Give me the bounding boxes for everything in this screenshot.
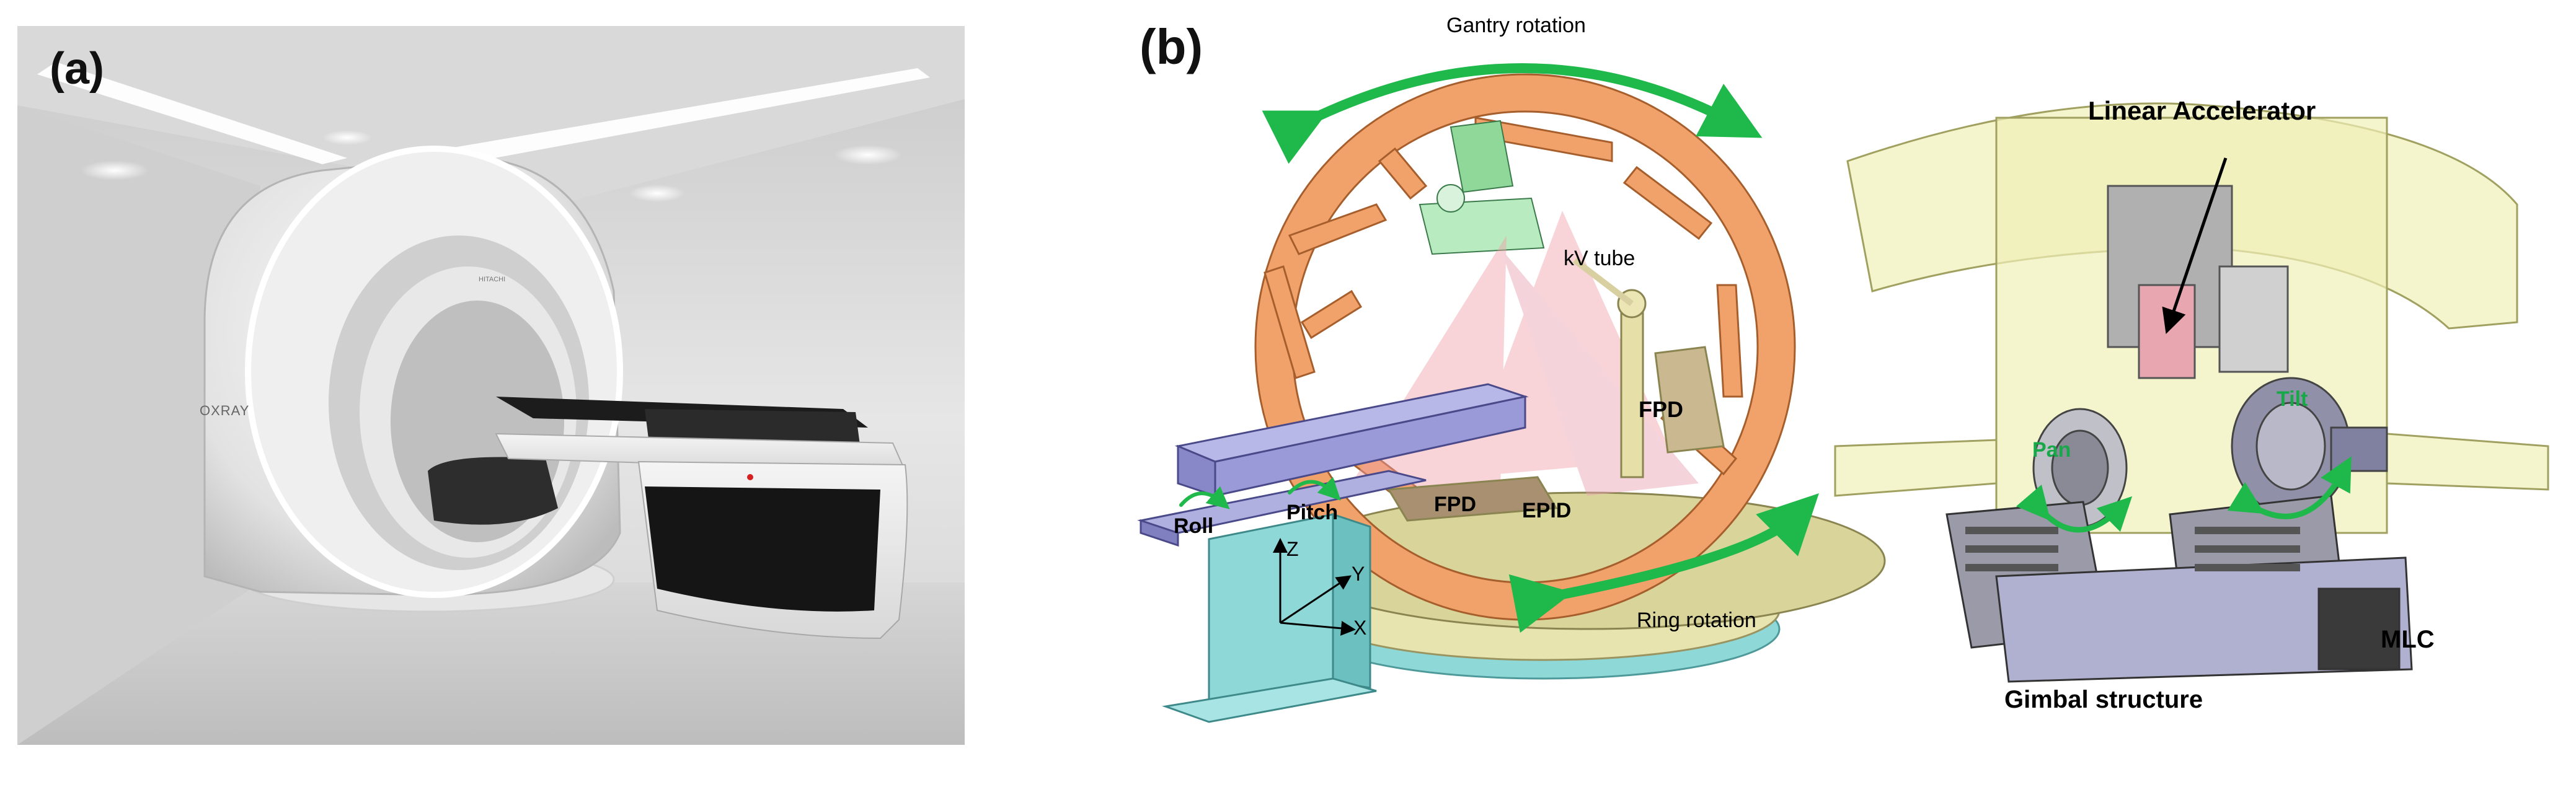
pitch-arrow: [1288, 477, 1341, 501]
pitch-label: Pitch: [1286, 501, 1339, 524]
linear-accelerator-label: Linear Accelerator: [2088, 96, 2316, 125]
tilt-arrow: [2227, 456, 2352, 519]
pan-arrow: [2016, 484, 2133, 533]
ring-rotation-arrow: [1508, 493, 1819, 633]
panel-a-label: (a): [50, 44, 104, 94]
gantry-rotation-label: Gantry rotation: [1446, 14, 1586, 37]
fpd-upper-label: FPD: [1639, 397, 1683, 422]
epid-label: EPID: [1522, 499, 1572, 522]
fpd-lower-label: FPD: [1434, 493, 1476, 516]
tilt-label: Tilt: [2277, 387, 2308, 411]
device-brand-logo: OXRAY: [200, 403, 250, 418]
roll-label: Roll: [1174, 514, 1214, 538]
device-maker-logo: HITACHI: [479, 276, 506, 283]
panel-b-label: (b): [1140, 19, 1203, 74]
linac-pointer: [2162, 157, 2228, 334]
roll-arrow: [1179, 486, 1230, 509]
axis-z-label: Z: [1286, 538, 1299, 560]
axis-x-label: X: [1353, 617, 1367, 639]
gantry-rotation-arrow: [1262, 63, 1763, 164]
coordinate-axes: [1273, 538, 1356, 636]
axis-y-label: Y: [1352, 563, 1365, 585]
mlc-label: MLC: [2381, 626, 2435, 653]
gimbal-structure-label: Gimbal structure: [2004, 686, 2203, 713]
pan-label: Pan: [2032, 438, 2071, 462]
ring-rotation-label: Ring rotation: [1637, 609, 1756, 632]
kv-tube-label: kV tube: [1564, 247, 1635, 270]
